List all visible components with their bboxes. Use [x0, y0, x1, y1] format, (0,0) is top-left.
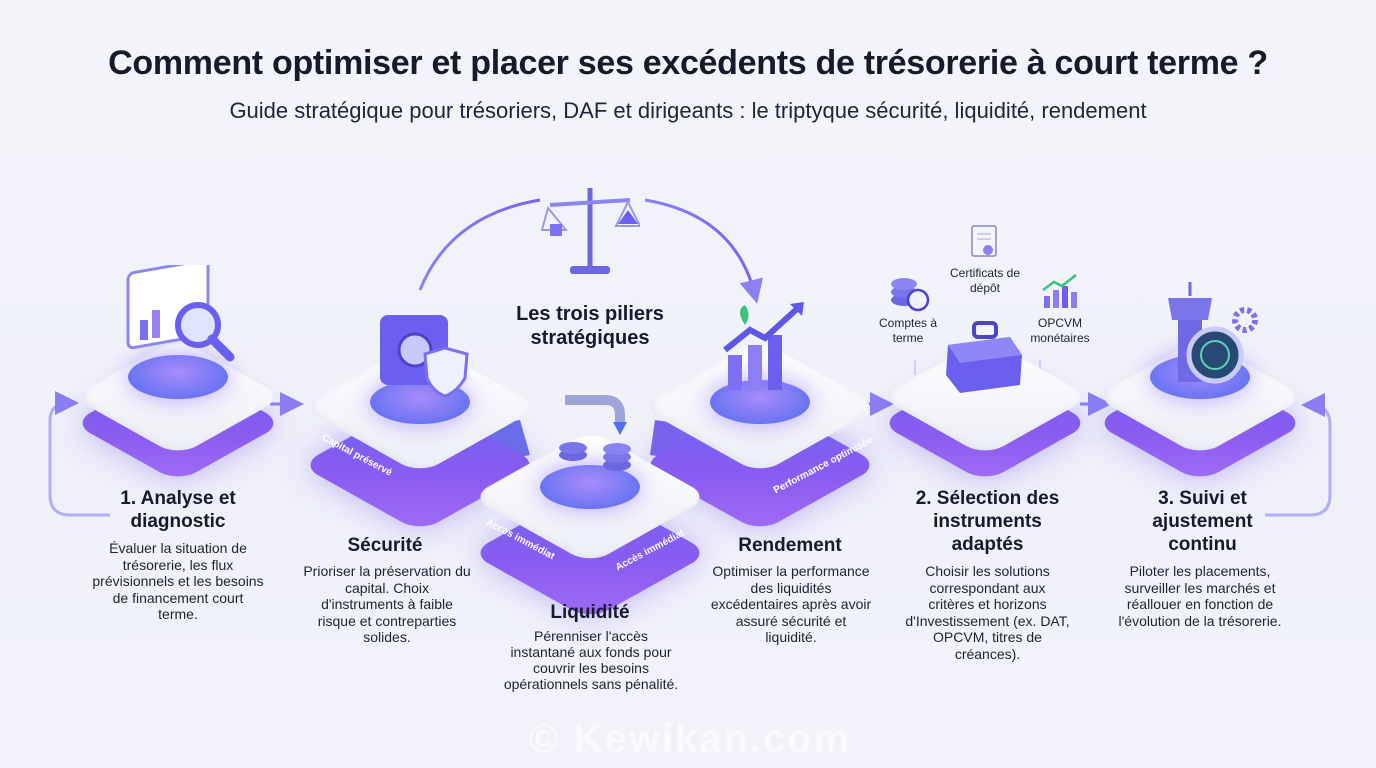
safe-shield-icon	[380, 315, 469, 398]
step-1-text: Évaluer la situation de trésorerie, les …	[92, 540, 264, 622]
toolbox-icon	[946, 321, 1022, 393]
instrument-comptes-a-terme: Comptes à terme	[878, 316, 938, 345]
pillar-liquidite-text: Pérenniser l'accès instantané aux fonds …	[503, 628, 679, 692]
watermark: © Kewikan.com	[528, 717, 852, 761]
pillar-rendement-title: Rendement	[738, 535, 842, 556]
balance-scale-icon	[540, 188, 640, 274]
pillar-rendement-text: Optimiser la performance des liquidités …	[710, 563, 872, 645]
coins-clock-icon	[891, 278, 930, 312]
growth-chart-icon	[723, 302, 804, 390]
tap-coins-icon	[559, 395, 631, 471]
step-1-title: 1. Analyse et diagnostic	[120, 488, 236, 532]
instrument-certificats-de-depot: Certificats de dépôt	[949, 266, 1021, 295]
page-title: Comment optimiser et placer ses excédent…	[108, 44, 1268, 82]
instrument-opcvm-monetaires: OPCVM monétaires	[1030, 316, 1090, 345]
loop-left	[48, 391, 110, 517]
pillar-securite-text: Prioriser la préservation du capital. Ch…	[303, 563, 471, 645]
step-3-title: 3. Suivi et ajustement continu	[1152, 488, 1253, 555]
arc-left	[418, 198, 541, 291]
pillar-securite-title: Sécurité	[347, 535, 423, 556]
step-3-text: Piloter les placements, surveiller les m…	[1118, 563, 1282, 629]
center-label: Les trois piliers stratégiques	[516, 303, 664, 349]
certificate-icon	[971, 225, 997, 257]
step-2-text: Choisir les solutions correspondant aux …	[905, 563, 1070, 662]
page-subtitle: Guide stratégique pour trésoriers, DAF e…	[229, 98, 1147, 123]
arc-right	[644, 198, 763, 304]
step-2-title: 2. Sélection des instruments adaptés	[915, 488, 1060, 555]
loop-right	[1265, 393, 1332, 517]
bar-chart-icon	[1042, 274, 1077, 308]
pillar-liquidite-title: Liquidité	[550, 602, 630, 623]
control-tower-radar-icon	[1168, 282, 1258, 384]
magnifier-dashboard-icon	[126, 265, 235, 362]
